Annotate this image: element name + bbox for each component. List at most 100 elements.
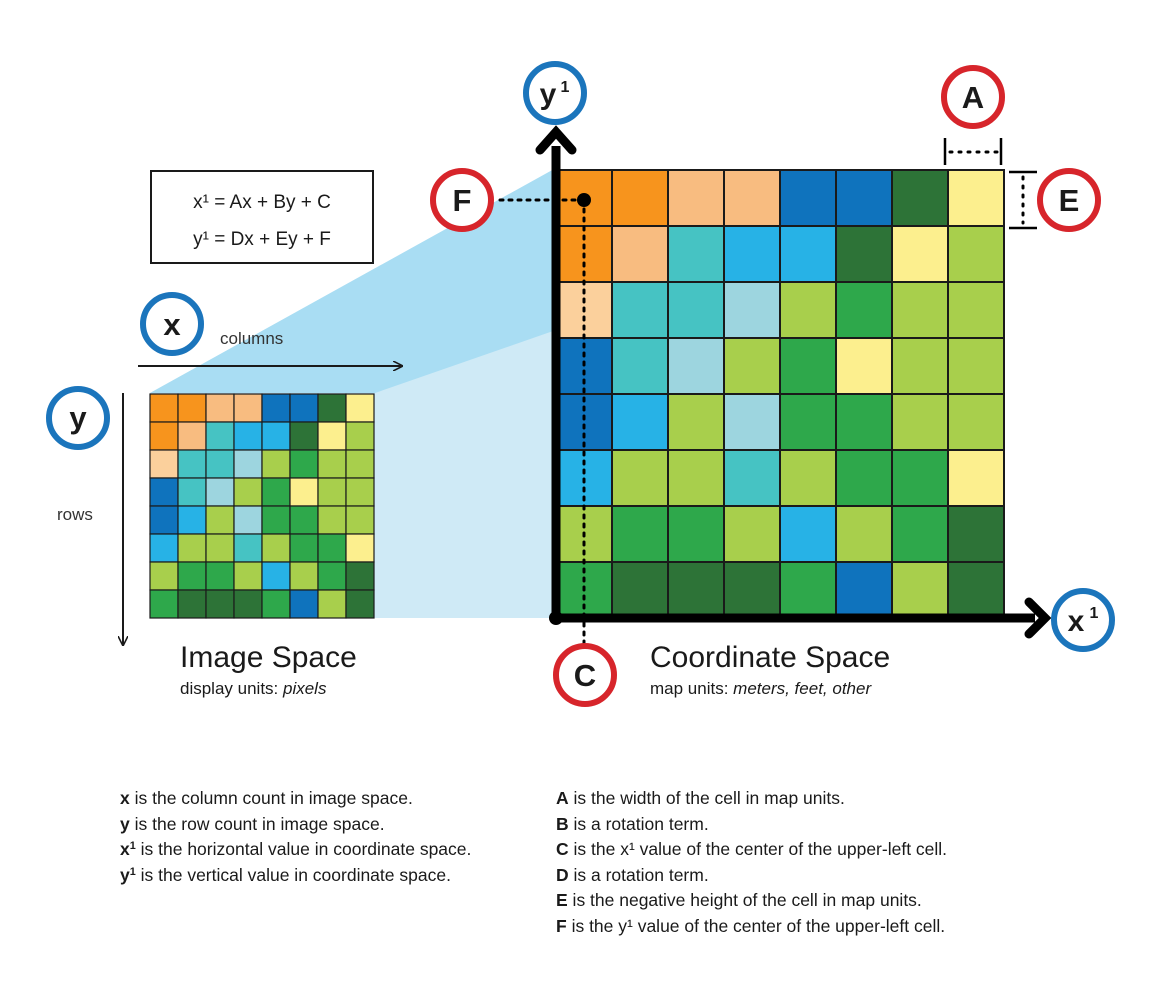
big-grid-cell [611,225,669,283]
big-grid-cell [835,449,893,507]
rows-label: rows [57,505,93,524]
coordinate-space-units: map units: meters, feet, other [650,679,872,698]
small-grid-cell [261,393,291,423]
small-grid-cell [345,561,375,591]
y1-arrowhead [535,125,577,155]
param-a-circle: A [941,65,1005,129]
big-grid-cell [779,505,837,563]
big-grid-cell [891,449,949,507]
small-grid-cell [261,533,291,563]
small-grid-cell [261,589,291,619]
legend-text: is the horizontal value in coordinate sp… [135,839,472,859]
small-grid-cell [149,393,179,423]
big-grid-cell [835,281,893,339]
small-grid-cell [345,477,375,507]
small-grid-cell [261,505,291,535]
legend-left: x is the column count in image space.y i… [120,786,471,888]
legend-term: C [556,839,569,859]
big-grid-cell [835,169,893,227]
param-e-circle: E [1037,168,1101,232]
legend-term-sup: 1 [129,840,136,853]
small-grid-cell [289,561,319,591]
big-grid-cell [947,337,1005,395]
image-space-units-value: pixels [282,679,327,698]
legend-text: is the column count in image space. [129,788,413,808]
legend-text: is the width of the cell in map units. [568,788,845,808]
a-width-bracket [943,138,1003,165]
legend-text: is the negative height of the cell in ma… [567,890,922,910]
small-grid-cell [345,421,375,451]
legend-term: y [120,864,130,885]
coordinate-space-grid [555,169,1005,619]
legend-text: is the row count in image space. [129,813,385,834]
small-grid-cell [317,393,347,423]
big-grid-cell [947,281,1005,339]
legend-term-sup: 1 [129,865,136,878]
big-grid-cell [835,337,893,395]
small-grid-cell [289,477,319,507]
small-grid-cell [289,505,319,535]
big-grid-cell [891,505,949,563]
image-space-title: Image Space [180,641,357,674]
big-grid-cell [947,561,1005,619]
equation-y1: y¹ = Dx + Ey + F [193,229,331,250]
small-grid-cell [205,533,235,563]
coordinate-space-units-prefix: map units: [650,679,733,698]
small-grid-cell [261,449,291,479]
axes-sup: 1 [1090,605,1099,622]
legend-item: y is the row count in image space. [120,812,471,838]
legend-item: A is the width of the cell in map units. [556,786,947,812]
equations-box: x¹ = Ax + By + C y¹ = Dx + Ey + F [150,170,374,264]
legend-item: F is the y¹ value of the center of the u… [556,914,947,940]
small-grid-cell [317,421,347,451]
small-grid-cell [205,561,235,591]
big-grid-cell [723,449,781,507]
legend-item: D is a rotation term. [556,863,947,889]
big-grid-cell [723,281,781,339]
small-grid-cell [233,589,263,619]
big-grid-cell [947,449,1005,507]
big-grid-cell [835,225,893,283]
small-grid-cell [317,449,347,479]
columns-label: columns [220,329,283,348]
x1-axis-circle: x 1 [1051,588,1115,652]
big-grid-cell [891,169,949,227]
small-grid-cell [177,561,207,591]
big-grid-cell [667,225,725,283]
small-grid-cell [233,533,263,563]
upper-left-center-dot [577,193,591,207]
small-grid-cell [149,449,179,479]
param-circles-F: F [453,183,472,218]
small-grid-cell [149,421,179,451]
big-grid-cell [779,561,837,619]
legend-item: B is a rotation term. [556,812,947,838]
origin-dot [549,611,563,625]
small-grid-cell [149,561,179,591]
small-grid-cell [233,477,263,507]
small-grid-cell [177,505,207,535]
e-height-bracket [1009,170,1037,230]
big-grid-cell [611,393,669,451]
small-grid-cell [177,449,207,479]
big-grid-cell [947,225,1005,283]
legend-text: is a rotation term. [568,813,709,834]
small-grid-cell [345,505,375,535]
big-grid-cell [667,561,725,619]
small-grid-cell [233,449,263,479]
big-grid-cell [835,561,893,619]
big-grid-cell [611,449,669,507]
big-grid-cell [611,169,669,227]
big-grid-cell [891,393,949,451]
big-grid-cell [667,393,725,451]
legend-text: is the y¹ value of the center of the upp… [566,915,946,936]
small-grid-cell [177,421,207,451]
image-space-grid [149,393,375,619]
big-grid-cell [723,561,781,619]
small-grid-cell [205,421,235,451]
x-axis-circle: x [140,292,204,356]
big-grid-cell [891,281,949,339]
small-grid-cell [205,393,235,423]
axes-y-circle: y [69,400,87,435]
big-grid-cell [723,225,781,283]
small-grid-cell [317,533,347,563]
